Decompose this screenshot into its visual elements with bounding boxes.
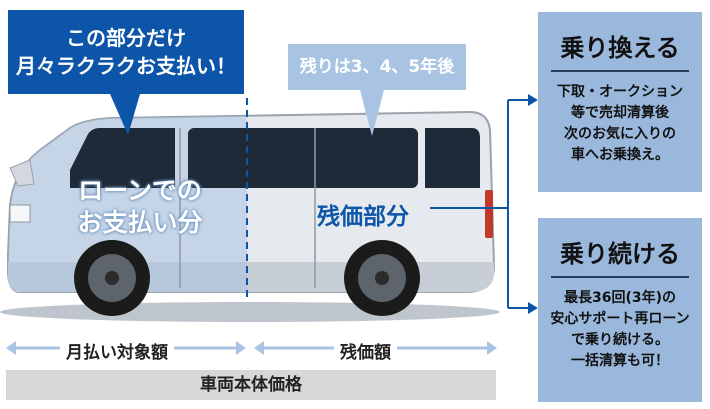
option-line: 等で売却清算後 bbox=[538, 103, 702, 124]
option-keep-car: 乗り続ける 最長36回(3年)の 安心サポート再ローン で乗り続ける。 一括清算… bbox=[538, 218, 702, 402]
option-divider bbox=[551, 276, 689, 278]
monthly-target-amount-label: 月払い対象額 bbox=[60, 338, 174, 363]
option-description: 下取・オークション 等で売却清算後 次のお気に入りの 車へお乗換え。 bbox=[538, 82, 702, 166]
option-description: 最長36回(3年)の 安心サポート再ローン で乗り続ける。 一括清算も可！ bbox=[538, 288, 702, 372]
option-divider bbox=[551, 70, 689, 72]
option-line: 一括清算も可！ bbox=[538, 351, 702, 372]
option-line: 次のお気に入りの bbox=[538, 124, 702, 145]
option-switch-car: 乗り換える 下取・オークション 等で売却清算後 次のお気に入りの 車へお乗換え。 bbox=[538, 12, 702, 192]
option-title: 乗り続ける bbox=[538, 218, 702, 268]
callout-line-2: 月々ラクラクお支払い！ bbox=[8, 52, 244, 80]
monthly-payment-callout: この部分だけ 月々ラクラクお支払い！ bbox=[8, 10, 244, 94]
loan-label-line-2: お支払い分 bbox=[60, 207, 220, 239]
option-line: 下取・オークション bbox=[538, 82, 702, 103]
option-line: 安心サポート再ローン bbox=[538, 309, 702, 330]
residual-value-amount-label: 残価額 bbox=[334, 338, 397, 363]
remaining-years-callout: 残りは3、4、5年後 bbox=[288, 44, 466, 90]
option-line: 最長36回(3年)の bbox=[538, 288, 702, 309]
option-title: 乗り換える bbox=[538, 12, 702, 62]
option-line: 車へお乗換え。 bbox=[538, 145, 702, 166]
loan-portion-label: ローンでの お支払い分 bbox=[60, 175, 220, 239]
callout-line-1: この部分だけ bbox=[8, 24, 244, 52]
vehicle-price-bar: 車両本体価格 bbox=[6, 370, 496, 400]
residual-portion-label: 残価部分 bbox=[298, 197, 428, 231]
loan-label-line-1: ローンでの bbox=[60, 175, 220, 207]
option-line: で乗り続ける。 bbox=[538, 330, 702, 351]
